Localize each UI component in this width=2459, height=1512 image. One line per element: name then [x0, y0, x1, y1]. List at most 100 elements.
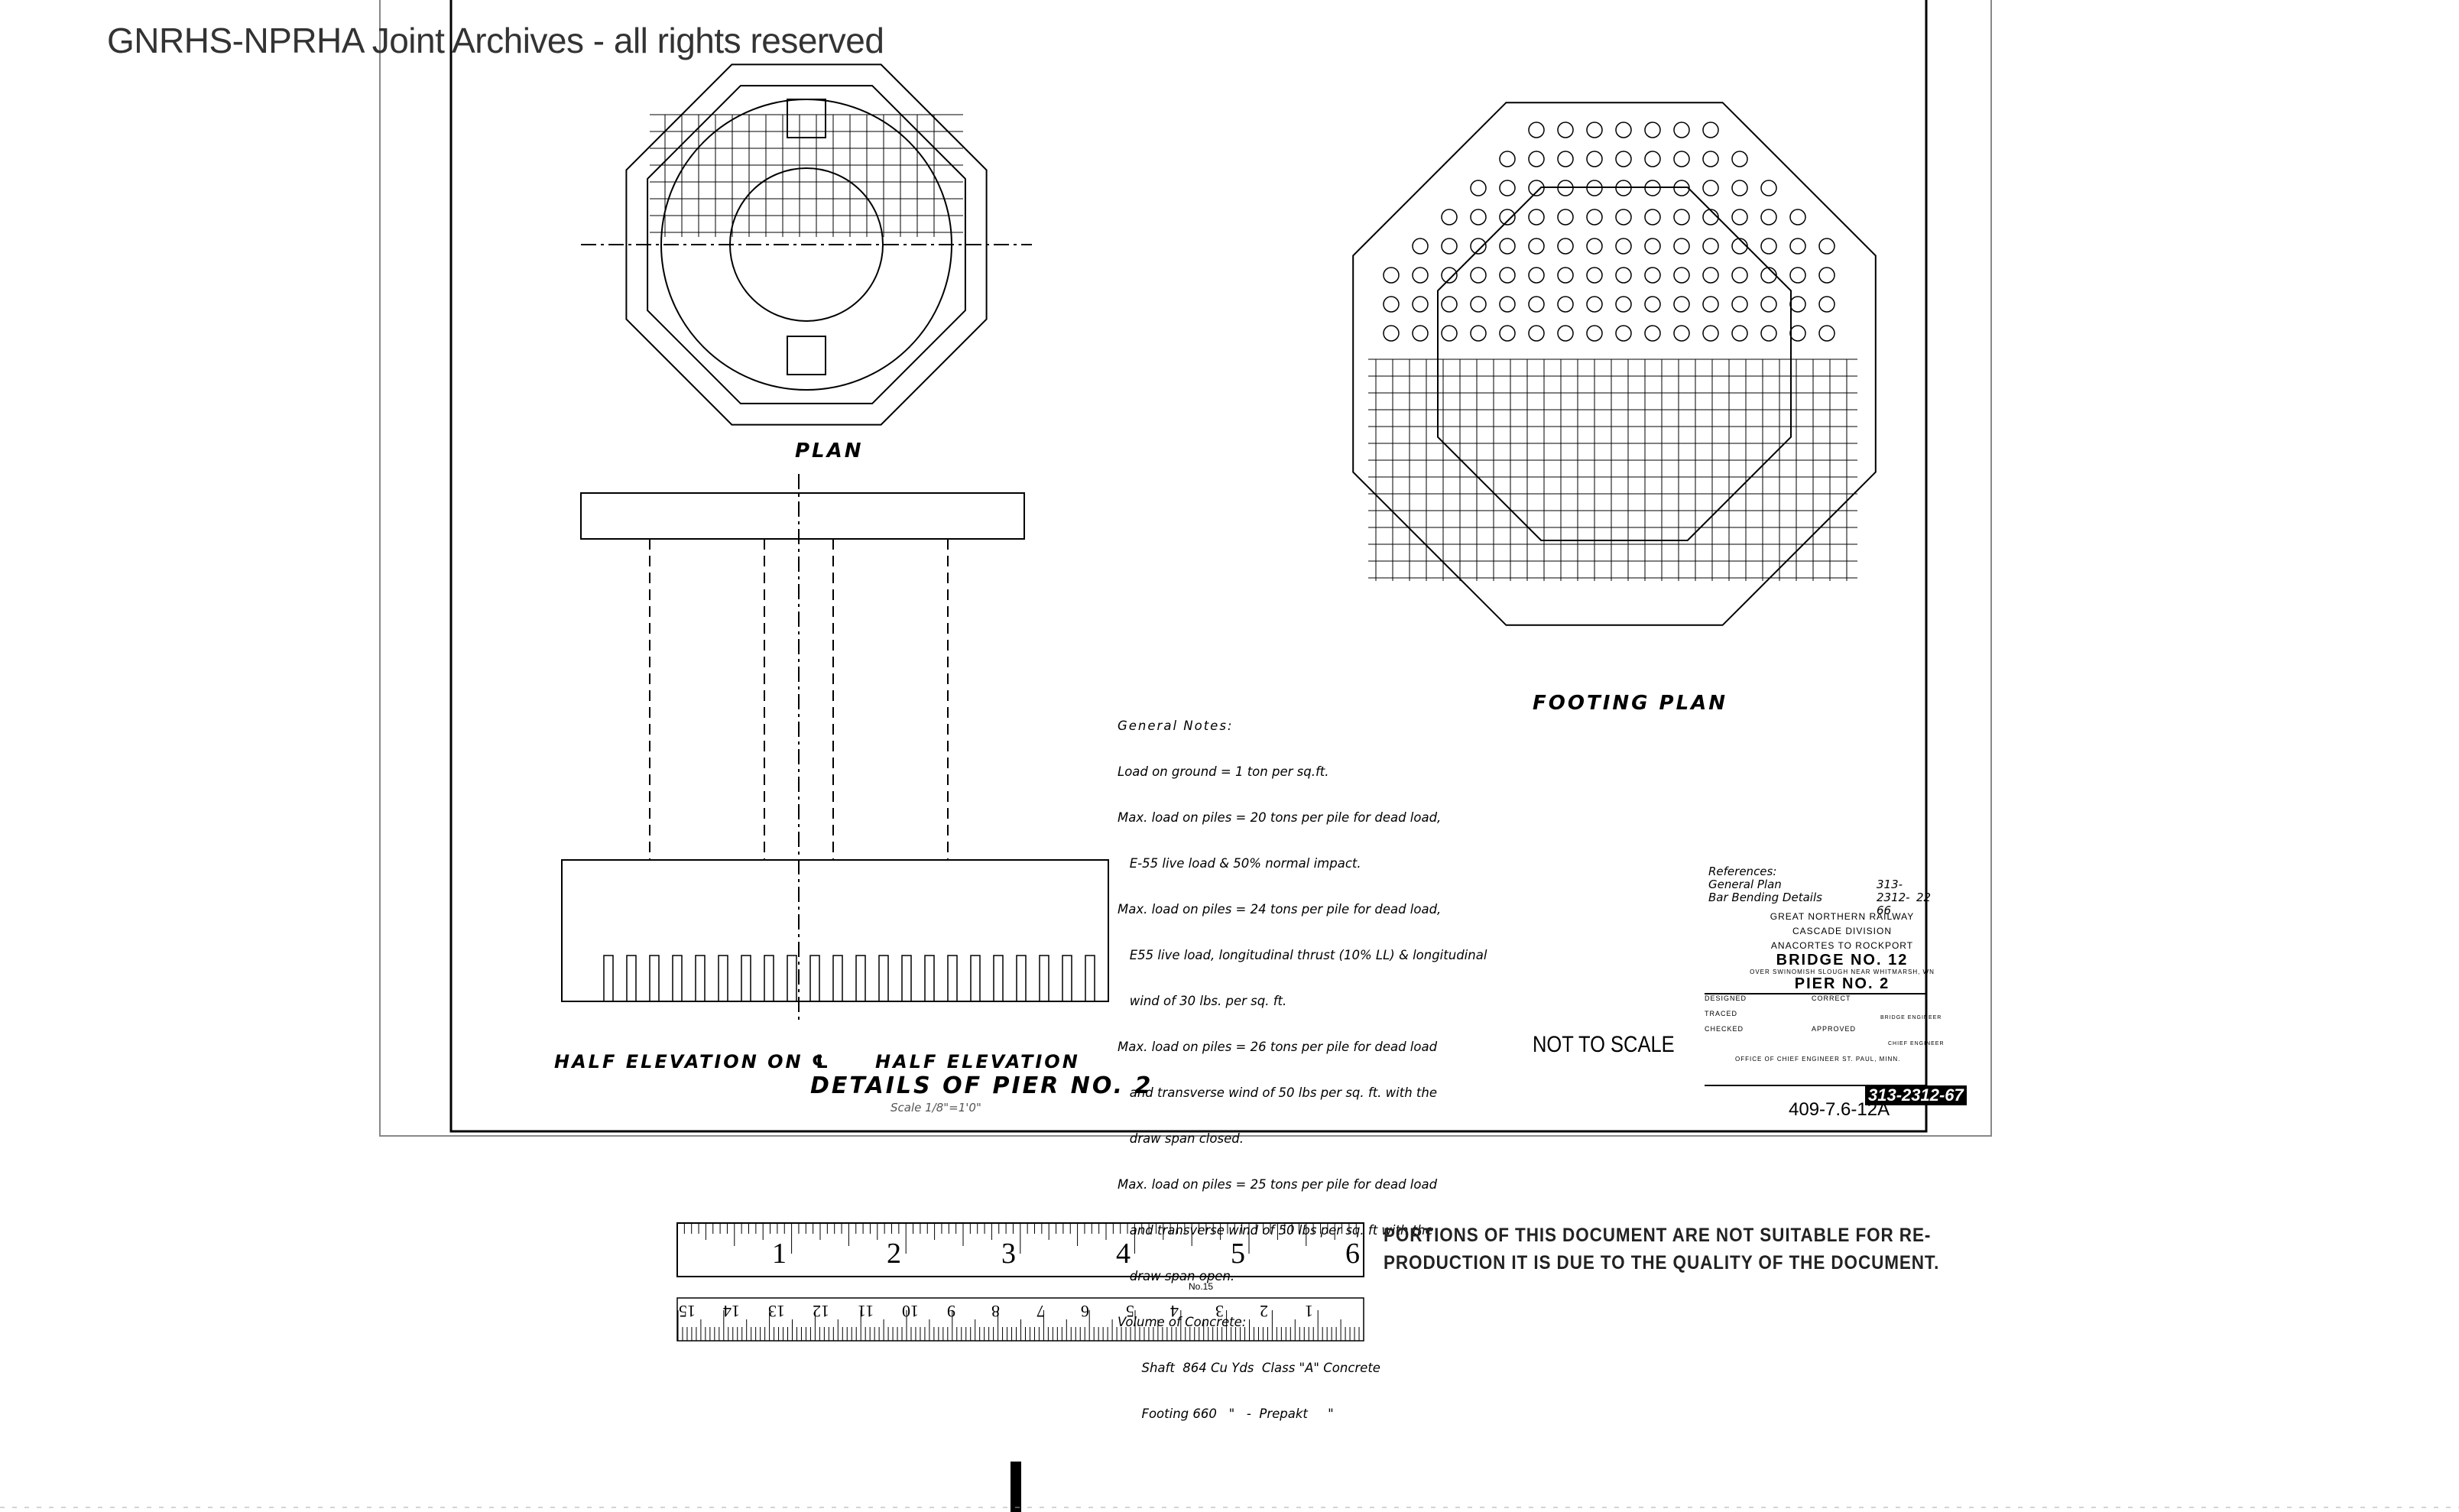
pile-circle: [1702, 296, 1719, 313]
pile-circle: [1470, 238, 1487, 255]
elevation-view: [561, 474, 1109, 1024]
pile-circle: [1557, 238, 1574, 255]
pile-circle: [1731, 209, 1748, 226]
notice-line: PRODUCTION IT IS DUE TO THE QUALITY OF T…: [1384, 1252, 1940, 1274]
pile-circle: [1557, 325, 1574, 342]
pier-number: PIER NO. 2: [1794, 975, 1890, 992]
pile-circle: [1412, 267, 1429, 284]
inch-label: 4: [1116, 1238, 1131, 1270]
pile-circle: [1702, 209, 1719, 226]
watermark: GNRHS-NPRHA Joint Archives - all rights …: [107, 21, 884, 60]
pile-circle: [1615, 122, 1632, 138]
pile-circle: [1499, 296, 1516, 313]
pile: [695, 955, 706, 1002]
office-label: OFFICE OF CHIEF ENGINEER ST. PAUL, MINN.: [1735, 1056, 1901, 1063]
half-elevation-label: HALF ELEVATION: [875, 1051, 1080, 1072]
pile-circle: [1731, 180, 1748, 196]
pile-circle: [1644, 296, 1661, 313]
pile: [832, 955, 843, 1002]
pile-circle: [1441, 325, 1458, 342]
approved-label: APPROVED: [1812, 1025, 1857, 1033]
pile-circle: [1789, 267, 1806, 284]
note-line: Max. load on piles = 24 tons per pile fo…: [1118, 902, 1442, 917]
note-line: Max. load on piles = 26 tons per pile fo…: [1118, 1040, 1438, 1054]
pile-circle: [1673, 267, 1690, 284]
pile-circle: [1586, 325, 1603, 342]
pile-circle: [1499, 151, 1516, 167]
pile-circle: [1789, 325, 1806, 342]
pile-circle: [1731, 325, 1748, 342]
pile-circle: [1760, 238, 1777, 255]
cm-label: 4: [1170, 1302, 1179, 1321]
cm-label: 6: [1081, 1302, 1089, 1321]
traced-label: TRACED: [1705, 1010, 1738, 1017]
pile-circle: [1760, 296, 1777, 313]
pile: [855, 955, 866, 1002]
pile-circle: [1557, 296, 1574, 313]
pile-circle: [1789, 238, 1806, 255]
inch-label: 2: [887, 1238, 901, 1270]
pile-circle: [1702, 151, 1719, 167]
pile-circle: [1441, 267, 1458, 284]
pile-circle: [1760, 267, 1777, 284]
pile-circle: [1383, 325, 1400, 342]
pile-circle: [1702, 267, 1719, 284]
cm-label: 12: [813, 1302, 829, 1321]
pile-circle: [1644, 122, 1661, 138]
footing-outline: [1352, 102, 1877, 626]
cm-label: 14: [723, 1302, 740, 1321]
note-line: Footing 660 " - Prepakt ": [1118, 1407, 1334, 1421]
pile-circle: [1818, 267, 1835, 284]
pile-circle: [1615, 209, 1632, 226]
reference-label: General Plan: [1708, 878, 1782, 891]
pile: [1016, 955, 1027, 1002]
bridge-location: OVER SWINOMISH SLOUGH NEAR WHITMARSH, WN: [1750, 969, 1935, 975]
cm-label: 10: [902, 1302, 919, 1321]
pile-circle: [1789, 209, 1806, 226]
pile-circle: [1586, 122, 1603, 138]
pile: [878, 955, 889, 1002]
pile-circle: [1760, 209, 1777, 226]
cm-label: 15: [678, 1302, 696, 1321]
pile-circle: [1673, 325, 1690, 342]
anchor-box: [787, 99, 826, 138]
general-notes: General Notes: Load on ground = 1 ton pe…: [1118, 688, 1487, 1437]
cm-label: 13: [767, 1302, 785, 1321]
cm-label: 9: [946, 1302, 955, 1321]
footing-inner-outline: [1437, 187, 1792, 541]
pile-circle: [1673, 209, 1690, 226]
pile-circle: [1644, 238, 1661, 255]
cm-label: 2: [1260, 1302, 1268, 1321]
pile-circle: [1499, 325, 1516, 342]
reference-value: 22: [1916, 891, 1932, 904]
pile-circle: [1644, 267, 1661, 284]
inner-border: [449, 0, 1928, 1133]
pile-circle: [1818, 296, 1835, 313]
inch-label: 6: [1345, 1238, 1360, 1270]
cm-label: 5: [1125, 1302, 1134, 1321]
inch-label: 5: [1231, 1238, 1245, 1270]
pile-circle: [1470, 267, 1487, 284]
details-title: DETAILS OF PIER NO. 2: [810, 1072, 1153, 1099]
plan-label: PLAN: [795, 440, 864, 462]
cm-label: 3: [1215, 1302, 1224, 1321]
references-heading: References:: [1708, 865, 1777, 878]
pile-circle: [1557, 267, 1574, 284]
pile-circle: [1760, 180, 1777, 196]
reference-value: 313-2312-66: [1877, 878, 1910, 917]
pile-circle: [1818, 325, 1835, 342]
pile-circle: [1528, 296, 1545, 313]
pile: [603, 955, 614, 1002]
pile-circle: [1644, 151, 1661, 167]
pile-circle: [1702, 122, 1719, 138]
cm-label: 7: [1036, 1302, 1045, 1321]
pile-circle: [1644, 209, 1661, 226]
anchor-box: [787, 336, 826, 375]
checked-label: CHECKED: [1705, 1025, 1744, 1033]
pile-circle: [1470, 325, 1487, 342]
pile-circle: [1586, 238, 1603, 255]
outer-border: [379, 0, 1992, 1137]
pile-circle: [1499, 238, 1516, 255]
note-line: E55 live load, longitudinal thrust (10% …: [1118, 948, 1487, 962]
